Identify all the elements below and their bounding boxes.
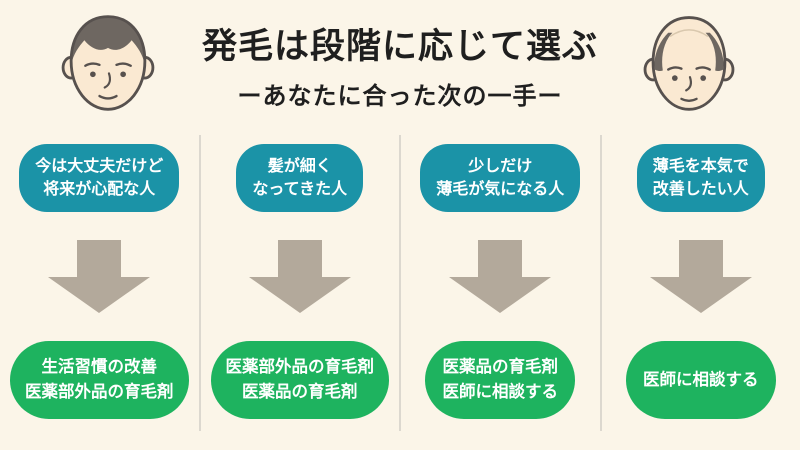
stage-column-3: 少しだけ 薄毛が気になる人 医薬品の育毛剤 医師に相談する [401, 135, 600, 431]
condition-text: なってきた人 [252, 181, 348, 199]
down-arrow-icon [248, 240, 351, 314]
stage-column-1: 今は大丈夫だけど 将来が心配な人 生活習慣の改善 医薬部外品の育毛剤 [0, 135, 199, 431]
down-arrow-icon [649, 240, 752, 314]
condition-text: 髪が細く [267, 158, 332, 175]
recommendation-text: 医薬部外品の育毛剤 [25, 383, 174, 401]
stages-flow: 今は大丈夫だけど 将来が心配な人 生活習慣の改善 医薬部外品の育毛剤 髪が細く … [0, 135, 800, 431]
recommendation-box: 医薬品の育毛剤 医師に相談する [425, 341, 576, 419]
page-subtitle: ーあなたに合った次の一手ー [237, 83, 563, 110]
recommendation-text: 医薬品の育毛剤 [442, 358, 559, 377]
down-arrow-icon [48, 240, 151, 314]
recommendation-text: 医薬部外品の育毛剤 [225, 358, 375, 377]
condition-text: 薄毛を本気で [652, 158, 749, 175]
stage-column-4: 薄毛を本気で 改善したい人 医師に相談する [602, 135, 800, 431]
man-full-hair-icon [56, 6, 160, 118]
recommendation-box: 医薬部外品の育毛剤 医薬品の育毛剤 [210, 341, 389, 419]
down-arrow-icon [449, 240, 552, 314]
condition-text: 将来が心配な人 [43, 181, 156, 199]
stage-column-2: 髪が細く なってきた人 医薬部外品の育毛剤 医薬品の育毛剤 [201, 135, 400, 431]
recommendation-box: 生活習慣の改善 医薬部外品の育毛剤 [10, 341, 189, 419]
condition-text: 薄毛が気になる人 [436, 181, 565, 199]
condition-text: 少しだけ [468, 158, 533, 175]
condition-text: 今は大丈夫だけど [35, 158, 164, 175]
man-balding-icon [637, 6, 741, 118]
column-divider [599, 135, 602, 431]
column-divider [198, 135, 201, 431]
recommendation-text: 医薬品の育毛剤 [242, 383, 358, 401]
recommendation-text: 医師に相談する [442, 383, 559, 401]
recommendation-box: 医師に相談する [625, 341, 776, 419]
recommendation-text: 生活習慣の改善 [41, 358, 158, 377]
condition-box: 今は大丈夫だけど 将来が心配な人 [19, 144, 180, 213]
condition-box: 髪が細く なってきた人 [236, 144, 364, 213]
header: 発毛は段階に応じて選ぶ ーあなたに合った次の一手ー [0, 0, 800, 111]
column-divider [399, 135, 401, 431]
condition-text: 改善したい人 [652, 181, 749, 199]
page-title: 発毛は段階に応じて選ぶ [201, 27, 598, 66]
recommendation-text: 医師に相談する [643, 370, 759, 389]
condition-box: 少しだけ 薄毛が気になる人 [420, 144, 581, 213]
condition-box: 薄毛を本気で 改善したい人 [636, 144, 765, 213]
